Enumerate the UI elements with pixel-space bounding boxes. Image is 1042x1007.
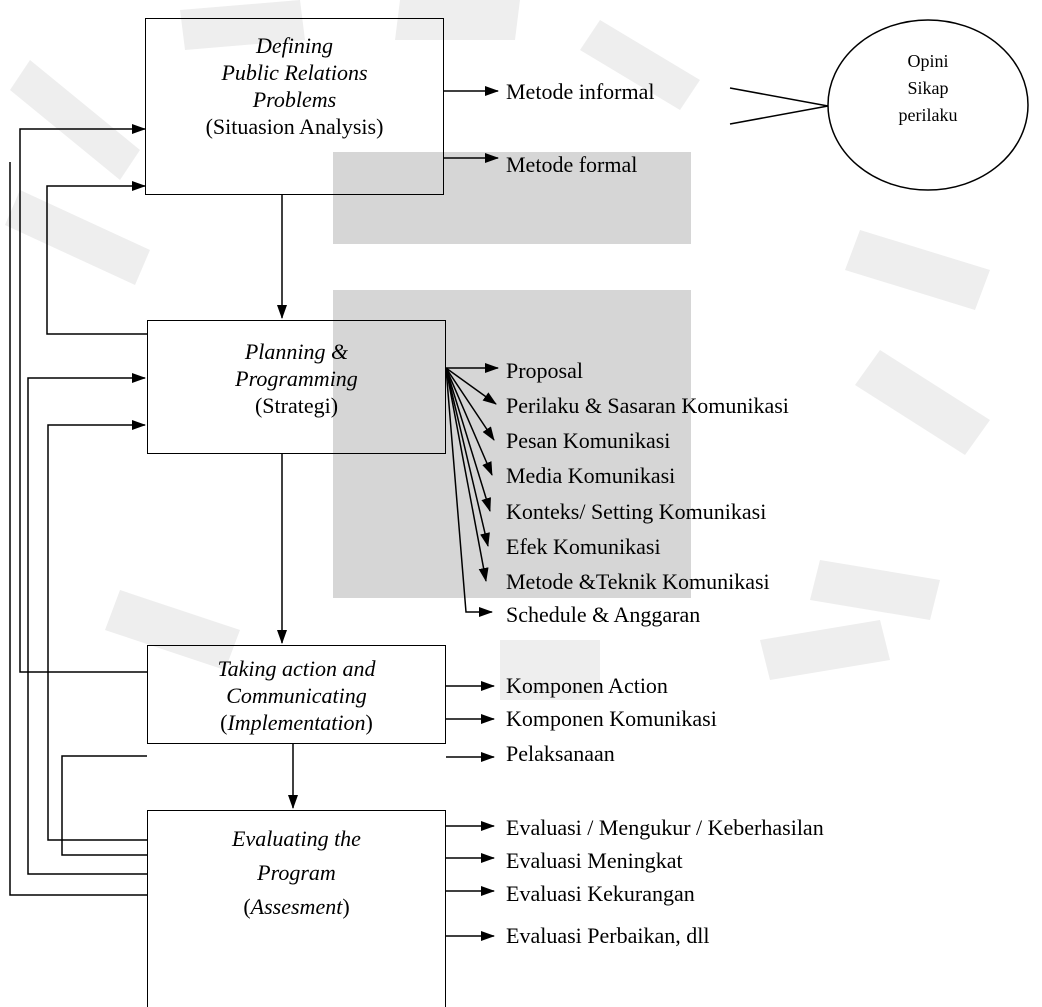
action-subtitle-open: (	[220, 710, 228, 735]
planning-title-2: Programming	[235, 366, 358, 391]
planning-output-3: Pesan Komunikasi	[506, 428, 671, 453]
define-output-formal: Metode formal	[506, 152, 638, 177]
define-output-informal: Metode informal	[506, 79, 655, 104]
evaluating-title-1: Evaluating the	[232, 826, 361, 851]
oval-opini-sikap-perilaku: Opini Sikap perilaku	[828, 48, 1028, 129]
box-planning	[147, 320, 446, 454]
box-action	[147, 645, 446, 744]
defining-title-2: Public Relations	[221, 60, 368, 85]
evaluating-output-1: Evaluasi / Mengukur / Keberhasilan	[506, 815, 824, 840]
planning-output-4: Media Komunikasi	[506, 463, 676, 488]
evaluating-subtitle-text: Assesment	[250, 894, 343, 919]
action-title-1: Taking action and	[217, 656, 376, 681]
defining-subtitle: (Situasion Analysis)	[205, 114, 384, 139]
action-subtitle-text: Implementation	[227, 710, 366, 735]
oval-line-2: Sikap	[907, 78, 949, 98]
oval-line-3: perilaku	[898, 105, 958, 125]
planning-output-5: Konteks/ Setting Komunikasi	[506, 499, 767, 524]
planning-title-1: Planning &	[244, 339, 349, 364]
planning-output-2: Perilaku & Sasaran Komunikasi	[506, 393, 789, 418]
planning-output-7: Metode &Teknik Komunikasi	[506, 569, 770, 594]
action-subtitle-close: )	[365, 710, 373, 735]
defining-title-3: Problems	[252, 87, 337, 112]
action-output-3: Pelaksanaan	[506, 741, 615, 766]
planning-output-1: Proposal	[506, 358, 583, 383]
evaluating-subtitle-close: )	[342, 894, 350, 919]
evaluating-subtitle-open: (	[243, 894, 251, 919]
action-subtitle: (Implementation)	[147, 709, 446, 736]
box-evaluating	[147, 810, 446, 1007]
box-planning-text: Planning & Programming (Strategi)	[147, 338, 446, 419]
evaluating-subtitle: (Assesment)	[147, 890, 446, 924]
action-output-1: Komponen Action	[506, 673, 668, 698]
planning-output-6: Efek Komunikasi	[506, 534, 661, 559]
evaluating-title-2: Program	[257, 860, 336, 885]
box-defining	[145, 18, 444, 195]
box-evaluating-text: Evaluating the Program (Assesment)	[147, 822, 446, 924]
action-output-2: Komponen Komunikasi	[506, 706, 717, 731]
defining-title-1: Defining	[256, 33, 333, 58]
box-defining-text: Defining Public Relations Problems (Situ…	[145, 32, 444, 140]
evaluating-output-3: Evaluasi Kekurangan	[506, 881, 695, 906]
evaluating-output-4: Evaluasi Perbaikan, dll	[506, 923, 710, 948]
box-action-text: Taking action and Communicating (Impleme…	[147, 655, 446, 736]
planning-output-8: Schedule & Anggaran	[506, 602, 701, 627]
action-title-2: Communicating	[226, 683, 367, 708]
oval-line-1: Opini	[907, 51, 949, 71]
planning-subtitle: (Strategi)	[254, 393, 339, 418]
evaluating-output-2: Evaluasi Meningkat	[506, 848, 683, 873]
